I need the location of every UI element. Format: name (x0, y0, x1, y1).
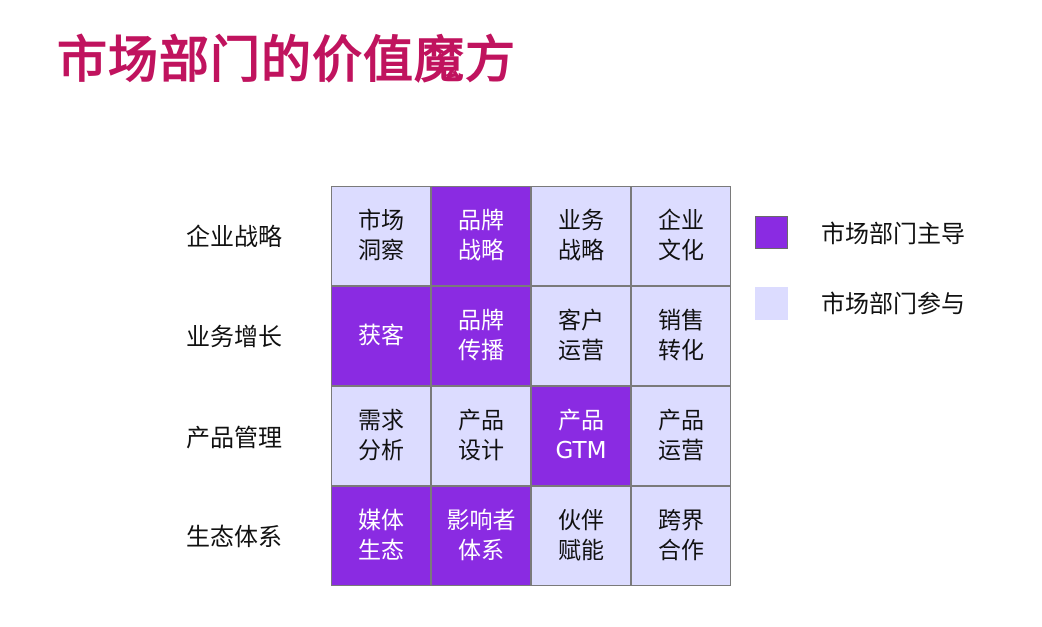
legend-label-participate: 市场部门参与 (821, 290, 965, 318)
cell-text-line: 体系 (458, 538, 504, 564)
cell-r2-c4: 销售转化 (631, 286, 731, 386)
cell-text-line: 产品 (558, 408, 604, 434)
cell-text-line: 赋能 (558, 538, 604, 564)
cell-text-line: 设计 (458, 438, 504, 464)
cell-text-line: 洞察 (358, 238, 404, 264)
cell-r4-c1: 媒体生态 (331, 486, 431, 586)
cell-r4-c2: 影响者体系 (431, 486, 531, 586)
cell-text-line: 跨界 (658, 508, 704, 534)
row-label-4: 生态体系 (186, 523, 282, 551)
cell-text-line: 战略 (458, 238, 504, 264)
cell-text-line: 合作 (658, 538, 704, 564)
cell-text-line: 需求 (358, 408, 404, 434)
value-cube-grid: 市场洞察品牌战略业务战略企业文化获客品牌传播客户运营销售转化需求分析产品设计产品… (331, 186, 733, 588)
cell-r2-c3: 客户运营 (531, 286, 631, 386)
cell-text-line: 媒体 (358, 508, 404, 534)
cell-text-line: 运营 (558, 338, 604, 364)
row-label-1: 企业战略 (186, 223, 282, 251)
cell-text-line: 客户 (558, 308, 604, 334)
cell-r1-c1: 市场洞察 (331, 186, 431, 286)
cell-text-line: 影响者 (446, 508, 516, 534)
cell-r2-c1: 获客 (331, 286, 431, 386)
cell-r2-c2: 品牌传播 (431, 286, 531, 386)
cell-text-line: 业务 (558, 208, 604, 234)
cell-text-line: 伙伴 (558, 508, 604, 534)
cell-text-line: 产品 (658, 408, 704, 434)
cell-text-line: 分析 (358, 438, 404, 464)
cell-text-line: 产品 (458, 408, 504, 434)
cell-text-line: 传播 (458, 338, 504, 364)
cell-text-line: 销售 (658, 308, 704, 334)
cell-r1-c4: 企业文化 (631, 186, 731, 286)
cell-r4-c3: 伙伴赋能 (531, 486, 631, 586)
row-label-2: 业务增长 (186, 323, 282, 351)
cell-text-line: 文化 (658, 238, 704, 264)
cell-r3-c4: 产品运营 (631, 386, 731, 486)
cell-r3-c2: 产品设计 (431, 386, 531, 486)
cell-text-line: 战略 (558, 238, 604, 264)
legend-swatch-lead (755, 216, 788, 249)
cell-text-line: 市场 (358, 208, 404, 234)
cell-r4-c4: 跨界合作 (631, 486, 731, 586)
cell-r3-c3: 产品 GTM (531, 386, 631, 486)
cell-r1-c3: 业务战略 (531, 186, 631, 286)
cell-text-line: 品牌 (458, 308, 504, 334)
cell-text-line: 生态 (358, 538, 404, 564)
row-label-3: 产品管理 (186, 424, 282, 452)
legend-swatch-participate (755, 287, 788, 320)
cell-text-line: 企业 (658, 208, 704, 234)
cell-text-line: 运营 (658, 438, 704, 464)
page-title: 市场部门的价值魔方 (57, 30, 516, 89)
cell-r1-c2: 品牌战略 (431, 186, 531, 286)
cell-r3-c1: 需求分析 (331, 386, 431, 486)
cell-text-line: 获客 (358, 323, 404, 349)
cell-text-line: GTM (555, 438, 607, 464)
cell-text-line: 转化 (658, 338, 704, 364)
cell-text-line: 品牌 (458, 208, 504, 234)
legend-label-lead: 市场部门主导 (821, 220, 965, 248)
